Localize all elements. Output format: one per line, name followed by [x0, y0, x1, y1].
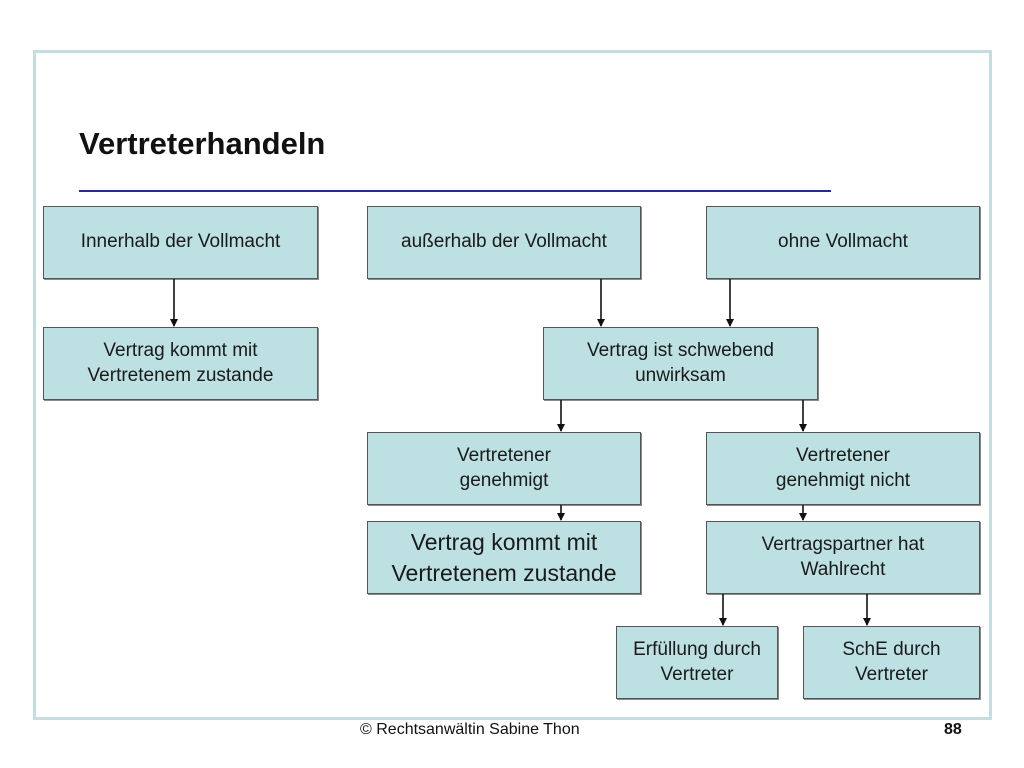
- node-ohne-vollmacht: ohne Vollmacht: [706, 206, 980, 279]
- node-vertrag-kommt-zustande-1: Vertrag kommt mit Vertretenem zustande: [43, 327, 318, 400]
- node-vertrag-kommt-zustande-2: Vertrag kommt mit Vertretenem zustande: [367, 521, 641, 594]
- node-vertrag-schwebend-unwirksam: Vertrag ist schwebend unwirksam: [543, 327, 818, 400]
- node-sche-durch-vertreter: SchE durch Vertreter: [803, 626, 980, 699]
- title-underline: [79, 190, 831, 192]
- node-vertragspartner-wahlrecht: Vertragspartner hat Wahlrecht: [706, 521, 980, 594]
- node-vertretener-genehmigt: Vertretener genehmigt: [367, 432, 641, 505]
- slide-title: Vertreterhandeln: [79, 126, 326, 161]
- node-ausserhalb-der-vollmacht: außerhalb der Vollmacht: [367, 206, 641, 279]
- node-erfuellung-durch-vertreter: Erfüllung durch Vertreter: [616, 626, 778, 699]
- page-number: 88: [944, 721, 962, 738]
- node-vertretener-genehmigt-nicht: Vertretener genehmigt nicht: [706, 432, 980, 505]
- node-innerhalb-der-vollmacht: Innerhalb der Vollmacht: [43, 206, 318, 279]
- footer-copyright: © Rechtsanwältin Sabine Thon: [360, 721, 580, 738]
